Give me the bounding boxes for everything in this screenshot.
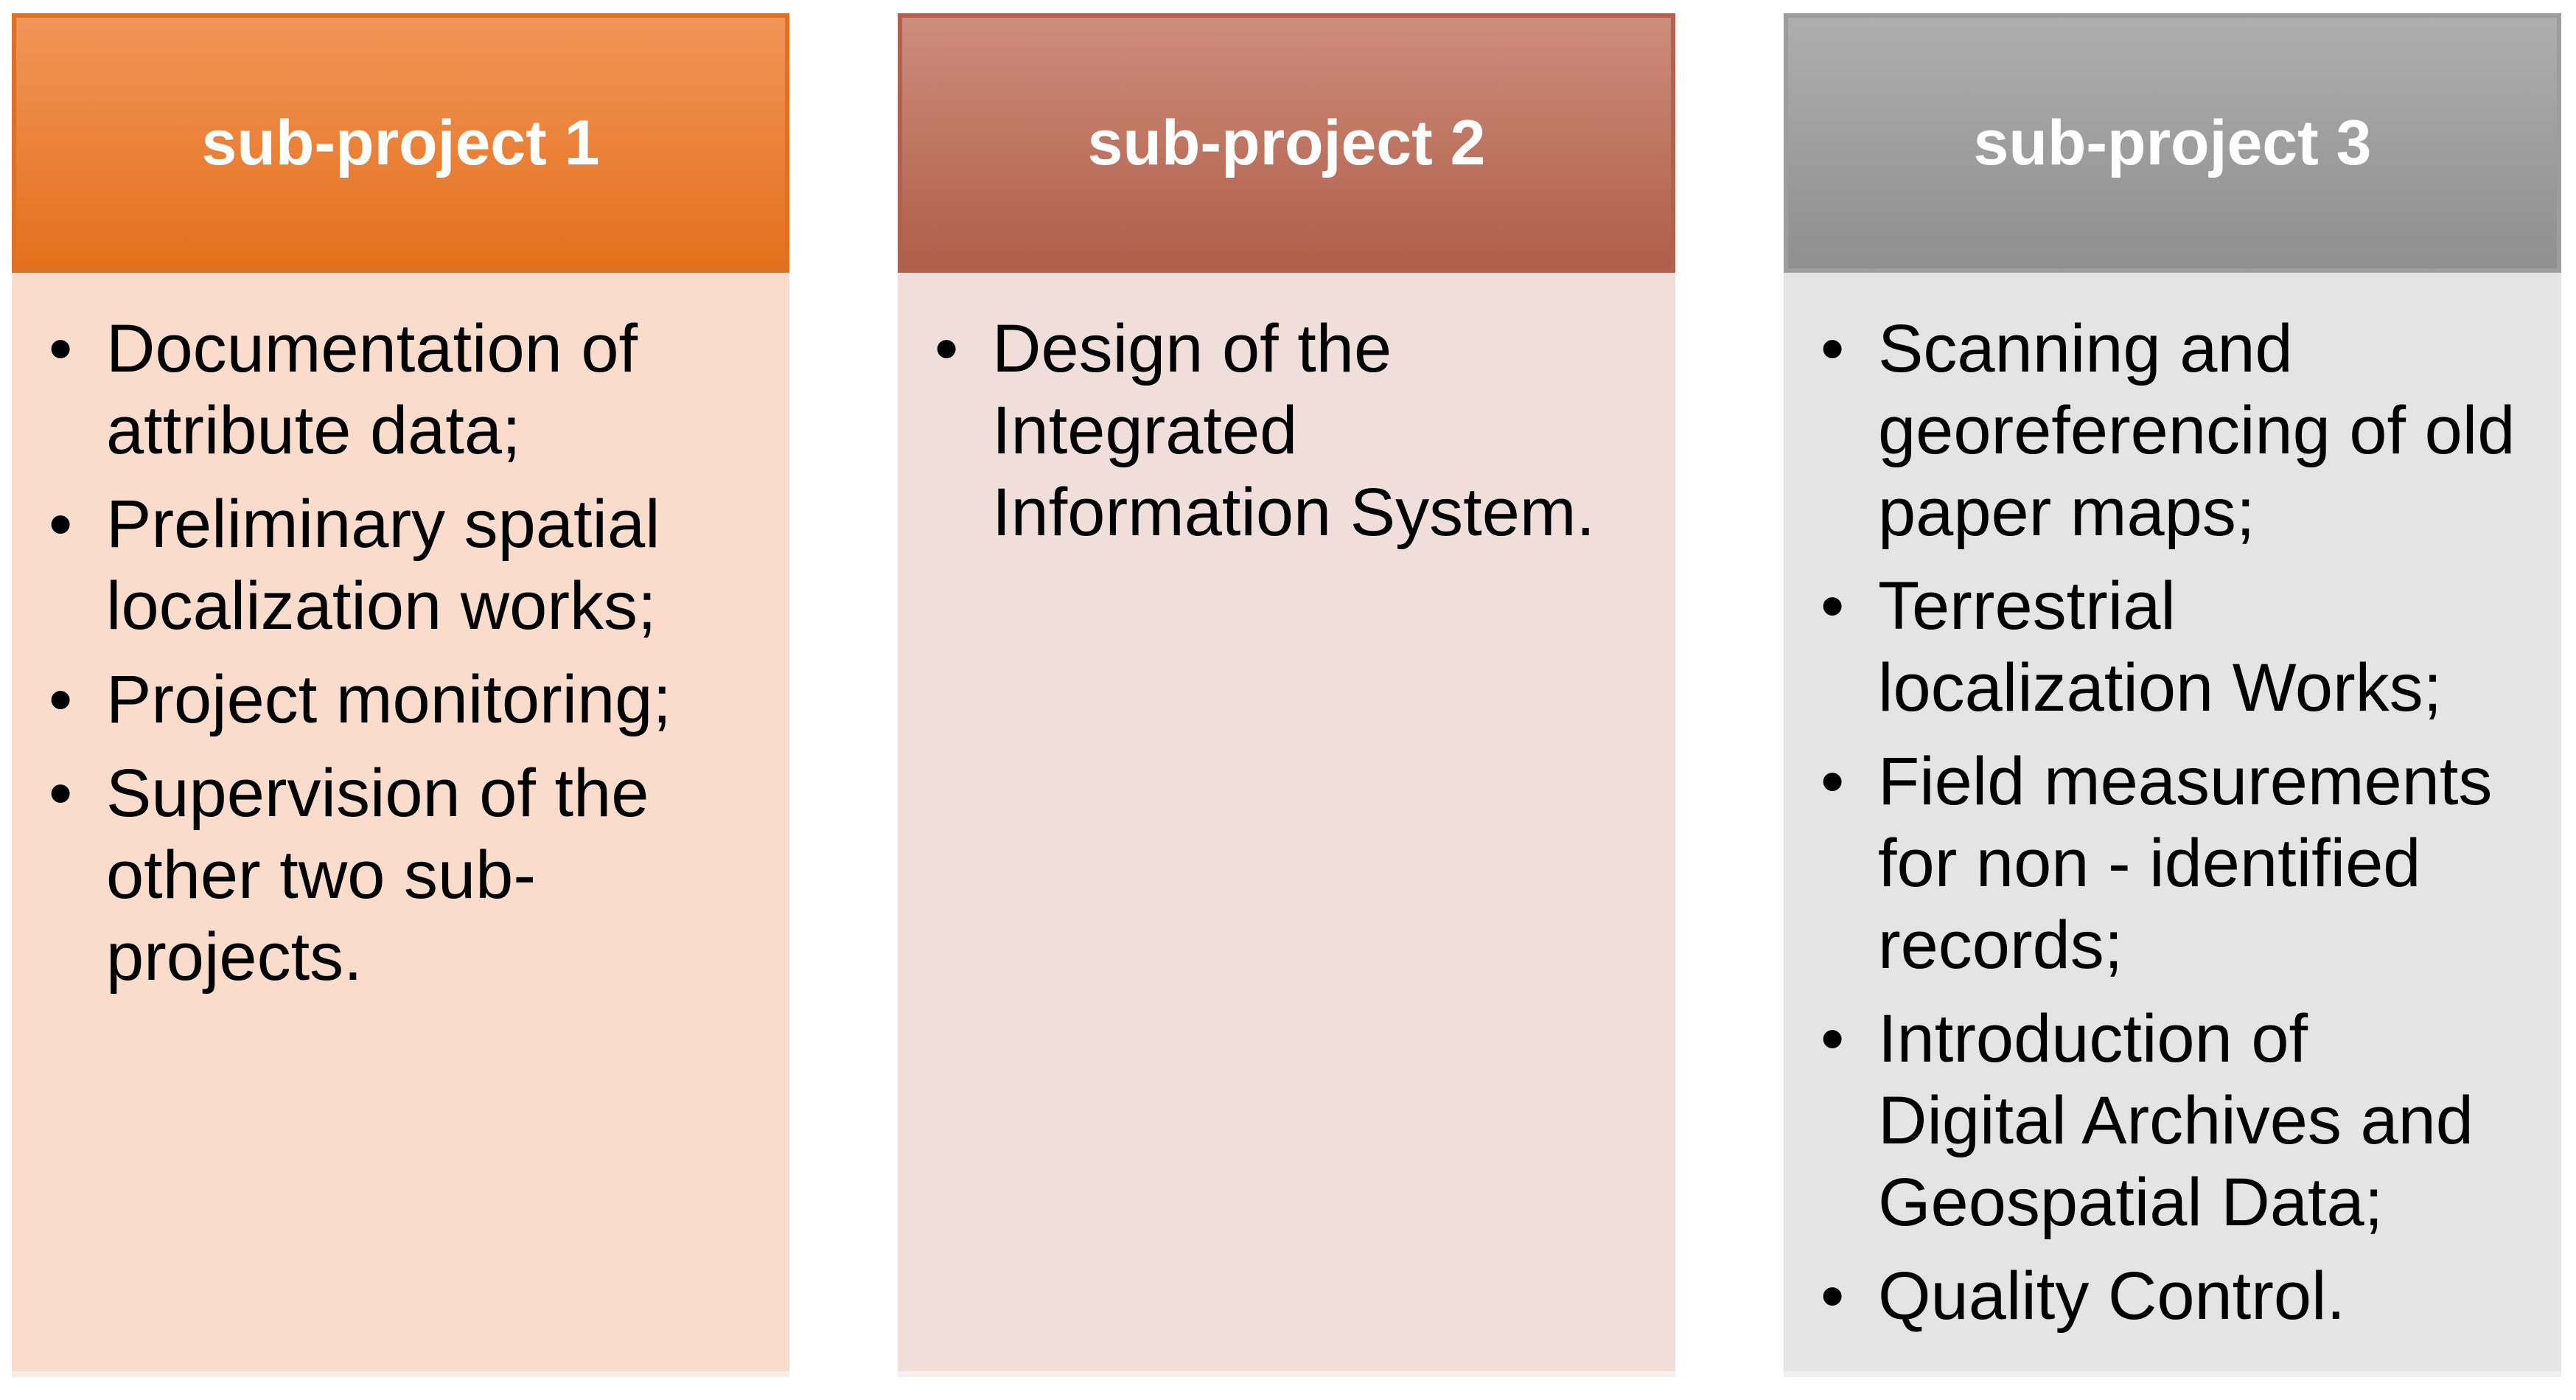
bullet-text: Quality Control.: [1878, 1258, 2346, 1334]
sub-project-1-body: • Documentation of attribute data; • Prelim…: [12, 273, 789, 1377]
sub-project-1-bullet-list: • Documentation of attribute data; • Prelim…: [12, 308, 775, 998]
bullet-dot-icon: •: [49, 487, 73, 562]
sub-project-2-card: sub-project 2 • Design of the Integrated …: [898, 13, 1675, 1377]
sub-project-3-card: sub-project 3 • Scanning and georeferenci…: [1784, 13, 2561, 1377]
sub-project-3-body: • Scanning and georeferencing of old pape…: [1784, 273, 2561, 1377]
sub-project-1-header: sub-project 1: [12, 13, 789, 273]
sub-project-3-bullet-list: • Scanning and georeferencing of old pape…: [1784, 308, 2547, 1337]
bullet-text: Project monitoring;: [106, 662, 671, 737]
sub-project-2-header: sub-project 2: [898, 13, 1675, 273]
bullet-text: Field measurements for non - identified …: [1878, 744, 2493, 983]
bullet-item: • Preliminary spatial localization works;: [12, 484, 775, 647]
sub-project-2-bullet-list: • Design of the Integrated Information Sy…: [898, 308, 1661, 554]
bullet-item: • Documentation of attribute data;: [12, 308, 775, 472]
sub-project-2-body: • Design of the Integrated Information Sy…: [898, 273, 1675, 1377]
bullet-item: • Supervision of the other two sub- proje…: [12, 753, 775, 998]
bullet-text: Design of the Integrated Information Sys…: [992, 311, 1596, 550]
bullet-text: Terrestrial localization Works;: [1878, 568, 2443, 725]
bullet-item: • Quality Control.: [1784, 1256, 2547, 1337]
sub-project-2-title: sub-project 2: [1087, 108, 1486, 178]
bullet-text: Supervision of the other two sub- projec…: [106, 756, 649, 995]
bullet-text: Scanning and georeferencing of old paper…: [1878, 311, 2516, 550]
bullet-item: • Terrestrial localization Works;: [1784, 565, 2547, 729]
sub-project-1-card: sub-project 1 • Documentation of attribut…: [12, 13, 789, 1377]
bullet-item: • Project monitoring;: [12, 659, 775, 741]
bullet-dot-icon: •: [935, 311, 959, 386]
bullet-dot-icon: •: [49, 311, 73, 386]
sub-project-3-title: sub-project 3: [1973, 108, 2372, 178]
bullet-dot-icon: •: [1821, 1258, 1845, 1334]
sub-project-1-title: sub-project 1: [201, 108, 600, 178]
bullet-dot-icon: •: [49, 662, 73, 737]
bullet-item: • Field measurements for non - identified…: [1784, 741, 2547, 986]
sub-projects-board: sub-project 1 • Documentation of attribut…: [12, 13, 2561, 1377]
bullet-dot-icon: •: [1821, 1001, 1845, 1076]
bullet-item: • Introduction of Digital Archives and Ge…: [1784, 998, 2547, 1244]
bullet-dot-icon: •: [1821, 744, 1845, 819]
bullet-dot-icon: •: [49, 756, 73, 831]
sub-project-3-header: sub-project 3: [1784, 13, 2561, 273]
bullet-item: • Design of the Integrated Information Sy…: [898, 308, 1661, 554]
bullet-item: • Scanning and georeferencing of old pape…: [1784, 308, 2547, 554]
bullet-text: Introduction of Digital Archives and Geo…: [1878, 1001, 2474, 1240]
bullet-text: Preliminary spatial localization works;: [106, 487, 660, 644]
bullet-text: Documentation of attribute data;: [106, 311, 638, 468]
bullet-dot-icon: •: [1821, 568, 1845, 644]
bullet-dot-icon: •: [1821, 311, 1845, 386]
